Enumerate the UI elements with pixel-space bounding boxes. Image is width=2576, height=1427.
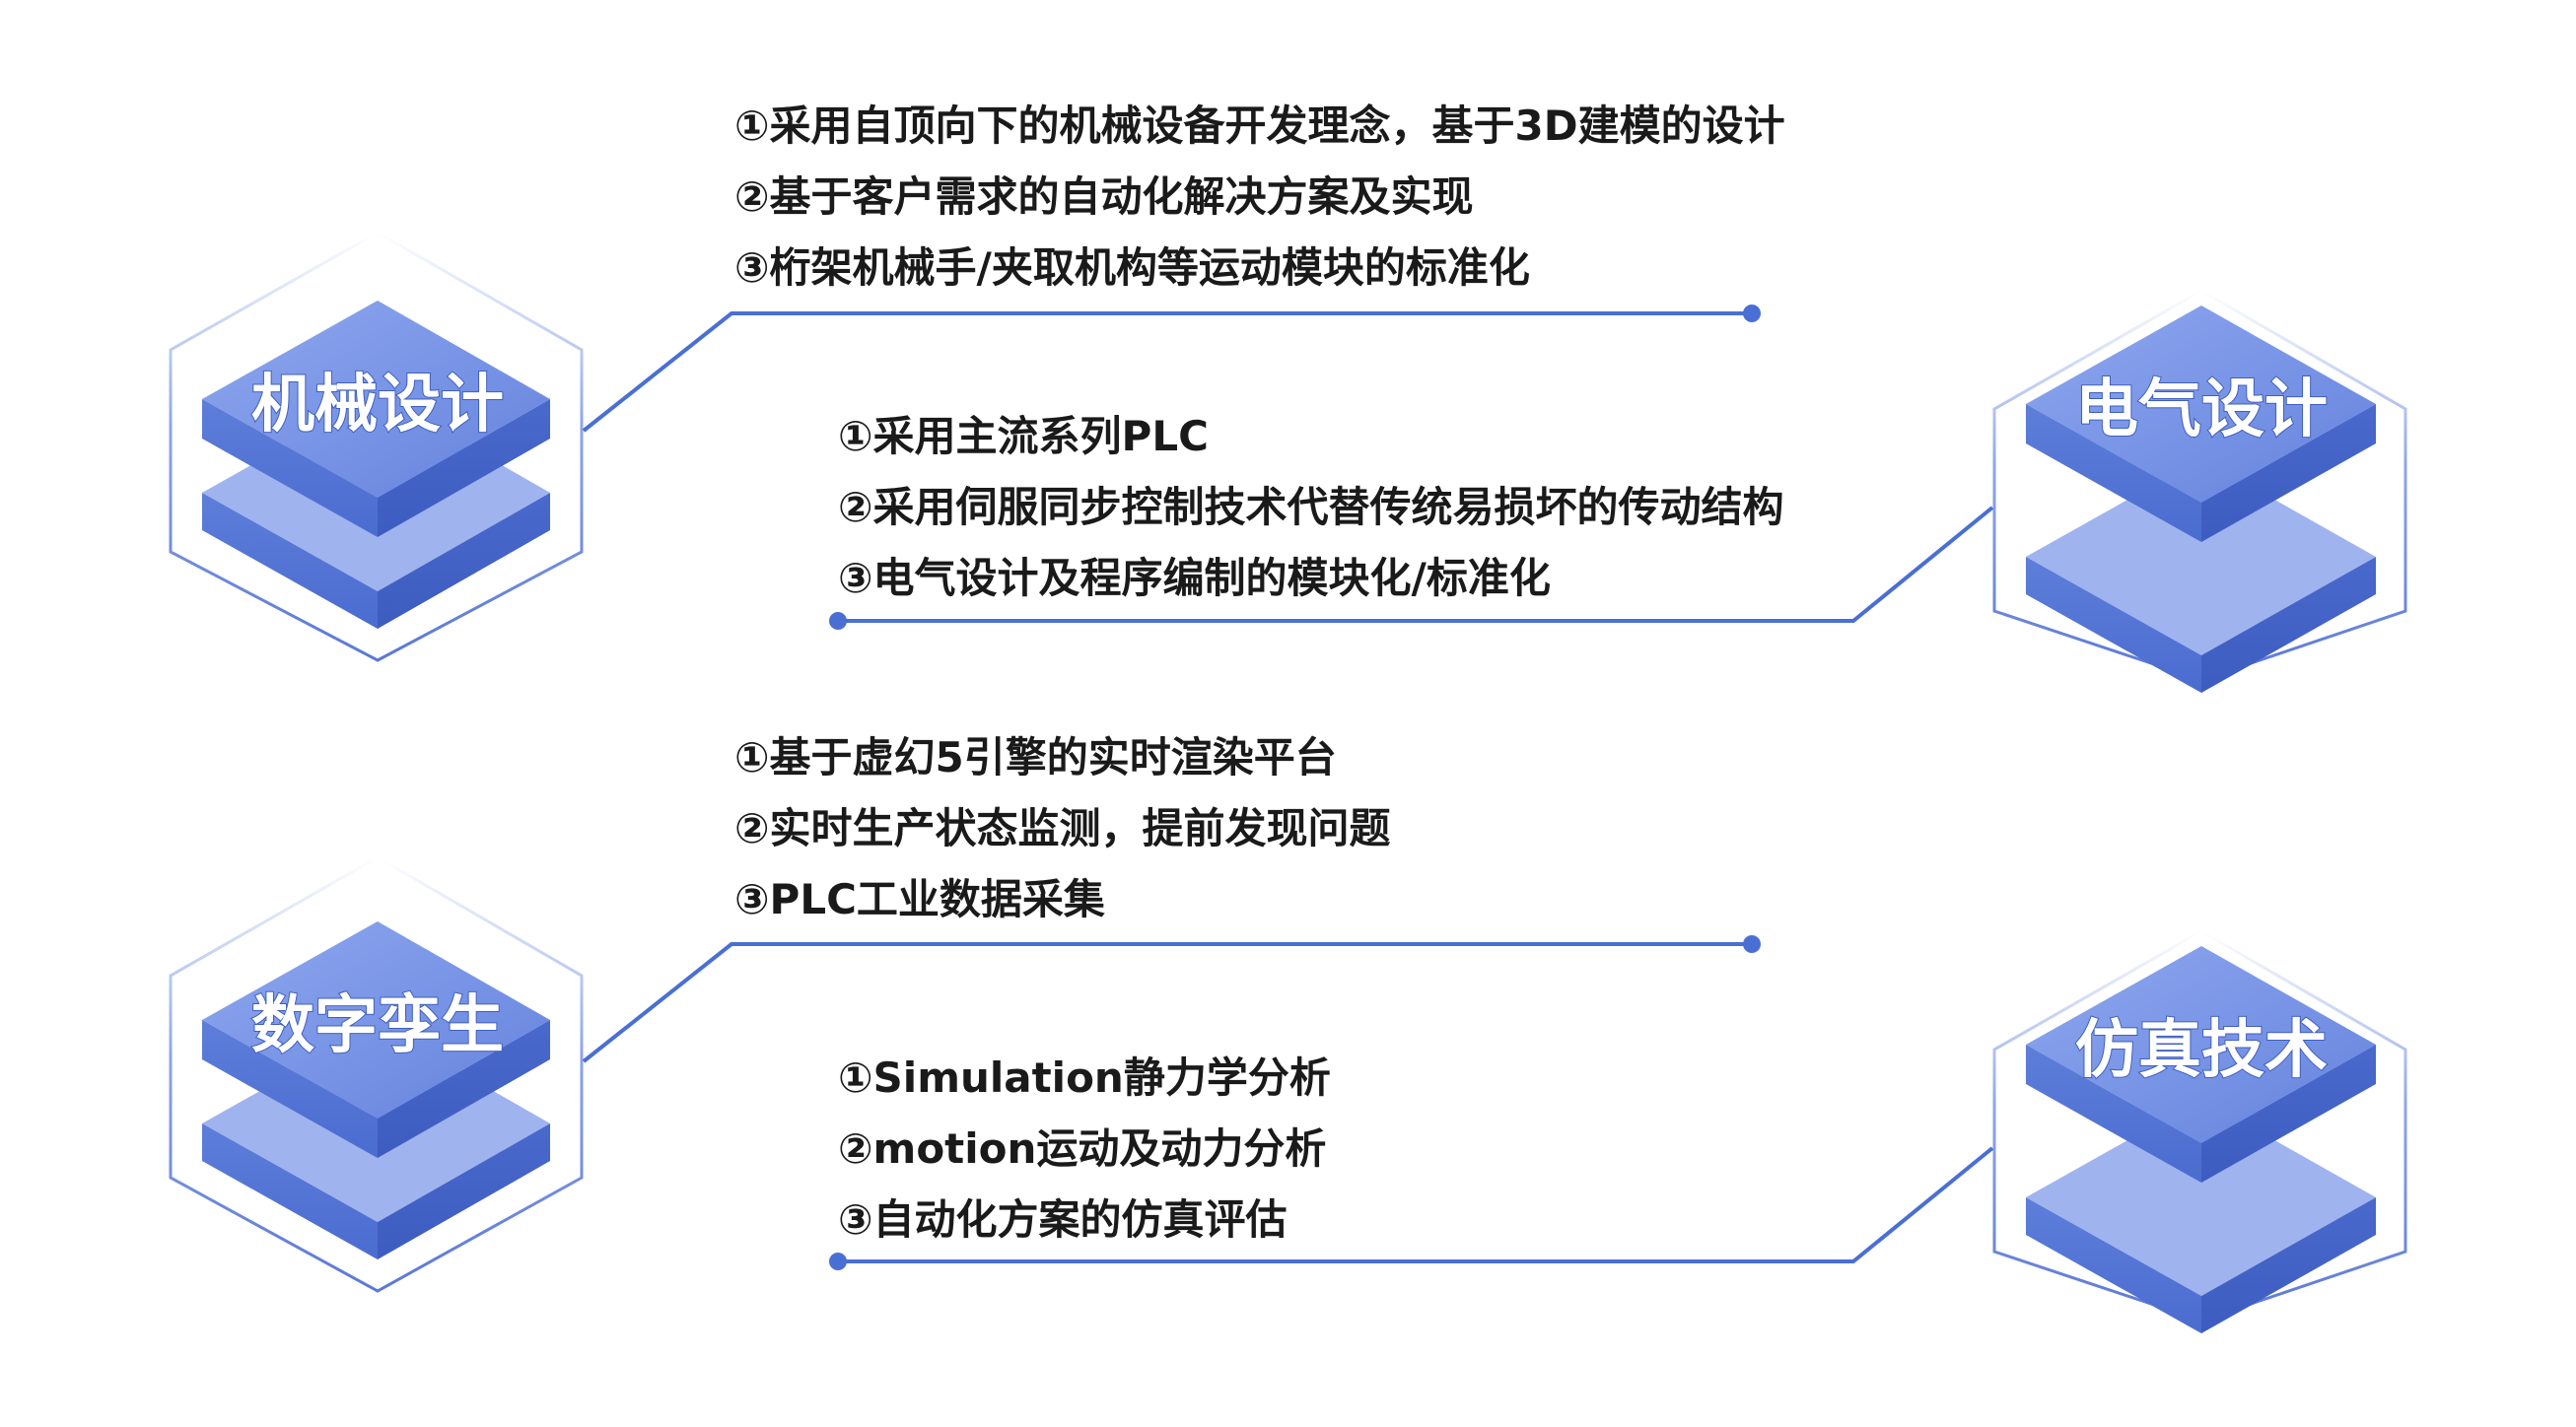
module-title: 数字孪生 [251, 989, 504, 1062]
stacked-layers-icon [2026, 946, 2376, 1333]
module-electrical: 电气设计 ①采用主流系列PLC ②采用伺服同步控制技术代替传统易损坏的传动结构 … [829, 289, 2407, 693]
feature-item: ①Simulation静力学分析 [838, 1053, 1331, 1102]
connector-line [838, 1146, 1994, 1263]
module-title: 机械设计 [251, 369, 504, 442]
stacked-layers-icon [2026, 306, 2376, 693]
feature-item: ③自动化方案的仿真评估 [838, 1195, 1288, 1244]
feature-item: ②采用伺服同步控制技术代替传统易损坏的传动结构 [838, 483, 1784, 531]
connector-line [582, 942, 1752, 1063]
feature-item: ①基于虚幻5引擎的实时渲染平台 [734, 733, 1337, 781]
module-title: 电气设计 [2075, 374, 2328, 446]
feature-item: ①采用主流系列PLC [838, 412, 1209, 460]
stacked-layers-icon [202, 301, 550, 629]
connector-dot [829, 612, 847, 630]
stacked-layers-icon [202, 921, 550, 1259]
module-title: 仿真技术 [2075, 1014, 2328, 1087]
module-digital-twin: 数字孪生 ①基于虚幻5引擎的实时渲染平台 ②实时生产状态监测，提前发现问题 ③P… [169, 733, 1761, 1293]
feature-item: ③电气设计及程序编制的模块化/标准化 [838, 554, 1551, 602]
feature-item: ③桁架机械手/夹取机构等运动模块的标准化 [734, 243, 1530, 292]
connector-line [838, 506, 1994, 623]
feature-item: ①采用自顶向下的机械设备开发理念，基于3D建模的设计 [734, 102, 1785, 150]
hexagon-frame [169, 231, 584, 662]
feature-item: ③PLC工业数据采集 [734, 875, 1105, 923]
connector-line [582, 311, 1752, 433]
connector-dot [1743, 935, 1761, 953]
feature-item: ②实时生产状态监测，提前发现问题 [734, 804, 1391, 852]
feature-item: ②motion运动及动力分析 [838, 1124, 1326, 1173]
module-simulation: 仿真技术 ①Simulation静力学分析 ②motion运动及动力分析 ③自动… [829, 929, 2407, 1333]
feature-item: ②基于客户需求的自动化解决方案及实现 [734, 172, 1474, 221]
module-mechanical: 机械设计 ①采用自顶向下的机械设备开发理念，基于3D建模的设计 ②基于客户需求的… [169, 102, 1785, 662]
connector-dot [1743, 305, 1761, 322]
connector-dot [829, 1253, 847, 1270]
hexagon-frame [169, 855, 584, 1293]
